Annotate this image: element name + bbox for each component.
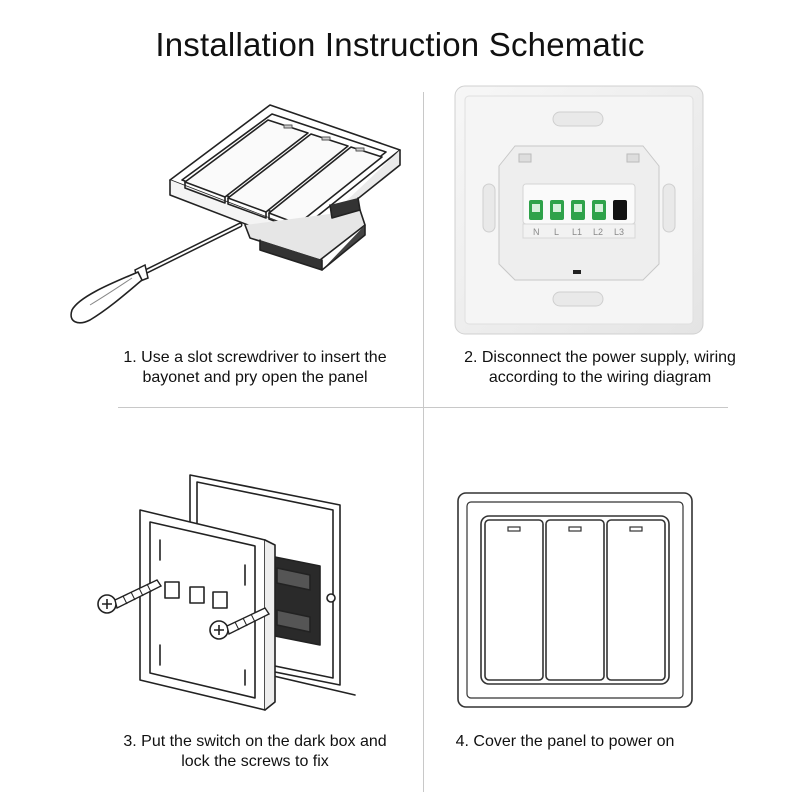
indicator-3 [630, 527, 642, 531]
step1-illustration [60, 100, 400, 340]
step2-caption: 2. Disconnect the power supply, wiring a… [425, 348, 775, 388]
switch-plate [140, 510, 275, 710]
step3-line2: lock the screws to fix [95, 752, 415, 772]
step2-line2: according to the wiring diagram [425, 368, 775, 388]
step1-caption: 1. Use a slot screwdriver to insert the … [100, 348, 410, 388]
step1-line2: bayonet and pry open the panel [100, 368, 410, 388]
step4-caption: 4. Cover the panel to power on [425, 732, 705, 752]
step2-illustration: N L L1 L2 L3 [453, 84, 705, 336]
terminal-label-l1: L1 [572, 227, 582, 237]
indicator-1 [508, 527, 520, 531]
step4-illustration [455, 490, 695, 710]
horizontal-divider [118, 407, 728, 408]
switch-button-1 [485, 520, 543, 680]
step4-line1: 4. Cover the panel to power on [425, 732, 705, 752]
vertical-divider [423, 92, 424, 792]
terminal-l3 [613, 200, 627, 220]
screwdriver [71, 225, 240, 323]
terminal-label-l: L [554, 227, 559, 237]
terminal-label-n: N [533, 227, 540, 237]
indicator-2 [569, 527, 581, 531]
step1-line1: 1. Use a slot screwdriver to insert the [100, 348, 410, 368]
step2-line1: 2. Disconnect the power supply, wiring [425, 348, 775, 368]
step3-caption: 3. Put the switch on the dark box and lo… [95, 732, 415, 772]
terminal-label-l3: L3 [614, 227, 624, 237]
switch-button-3 [607, 520, 665, 680]
step3-illustration [95, 470, 375, 710]
step3-line1: 3. Put the switch on the dark box and [95, 732, 415, 752]
terminal-label-l2: L2 [593, 227, 603, 237]
page-title: Installation Instruction Schematic [0, 26, 800, 64]
switch-buttons [485, 520, 665, 680]
switch-button-2 [546, 520, 604, 680]
